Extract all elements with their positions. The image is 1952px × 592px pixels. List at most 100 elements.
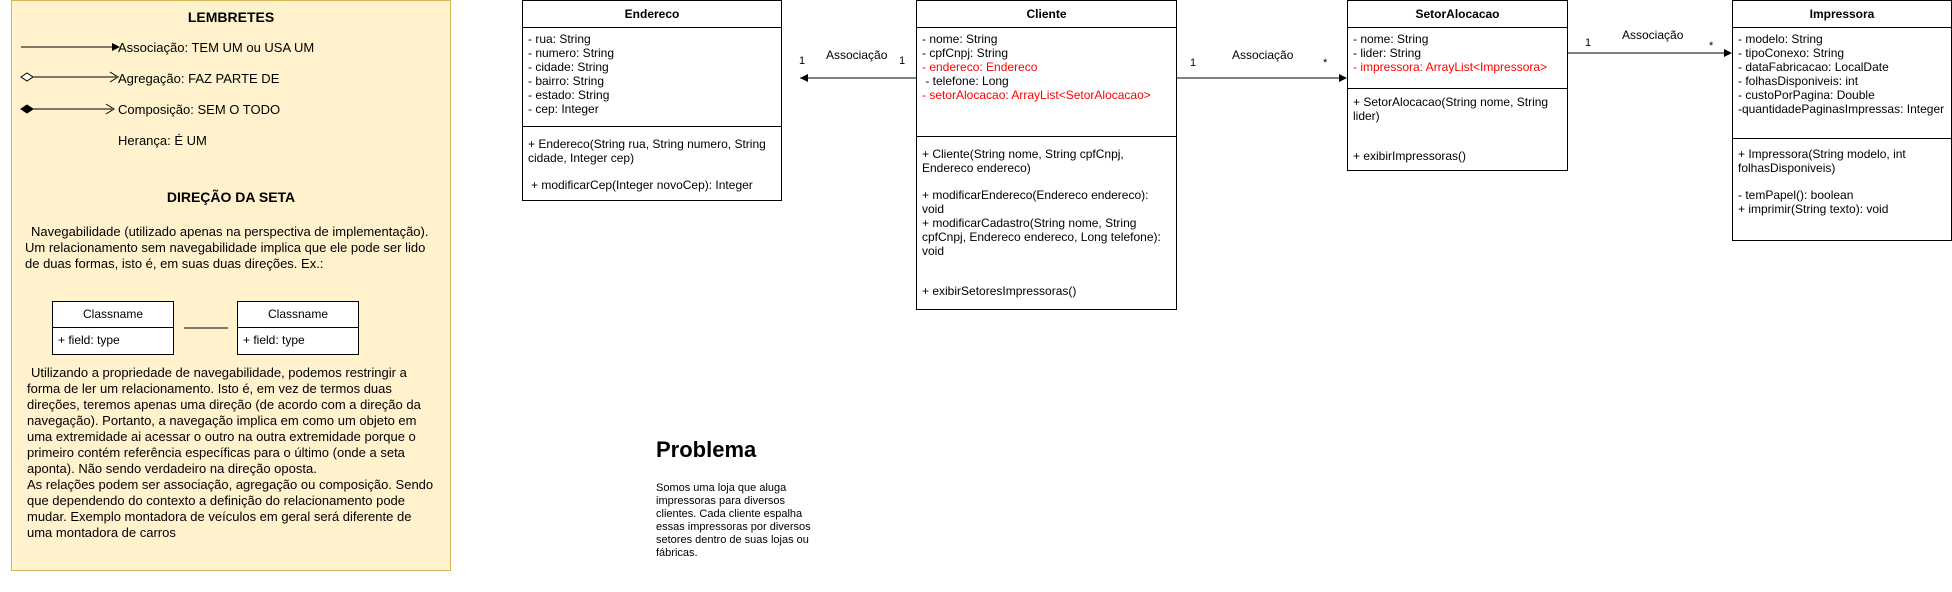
mult-cliente: 1	[899, 55, 906, 67]
problema-line: clientes. Cada cliente espalha	[656, 508, 803, 520]
attribute: - bairro: String	[528, 74, 605, 88]
legend-arrows	[20, 43, 120, 115]
example-class-field: + field: type	[243, 333, 305, 347]
problema-line: setores dentro de suas lojas ou	[656, 534, 809, 546]
para2-line: As relações podem ser associação, agrega…	[27, 477, 434, 492]
problema-line: essas impressoras por diversos	[656, 521, 811, 533]
method: folhasDisponiveis)	[1738, 161, 1836, 175]
assoc-label-cliente-endereco: Associação	[826, 48, 888, 62]
example-class-field: + field: type	[58, 333, 120, 347]
mult-setor: *	[1323, 57, 1328, 69]
mult-setor: 1	[1585, 37, 1592, 49]
assoc-label-cliente-setor: Associação	[1232, 48, 1294, 62]
arrowhead-right	[1724, 49, 1732, 57]
attribute-highlighted: - endereco: Endereco	[922, 60, 1038, 74]
legend-associacao: Associação: TEM UM ou USA UM	[118, 40, 315, 55]
example-class-left[interactable]: Classname + field: type	[52, 301, 174, 355]
attribute: - custoPorPagina: Double	[1738, 88, 1875, 102]
class-methods: + Impressora(String modelo, int folhasDi…	[1733, 138, 1951, 220]
method: + SetorAlocacao(String nome, String	[1353, 95, 1549, 109]
method: - temPapel(): boolean	[1738, 188, 1854, 202]
para1-line: Navegabilidade (utilizado apenas na pers…	[31, 224, 429, 239]
method: lider)	[1353, 109, 1380, 123]
class-name: Endereco	[523, 1, 781, 28]
attribute: - cpfCnpj: String	[922, 46, 1009, 60]
method: + modificarCep(Integer novoCep): Integer	[531, 178, 753, 192]
para2-line: forma de ler um relacionamento. Isto é, …	[27, 381, 392, 396]
attribute-highlighted: - impressora: ArrayList<Impressora>	[1353, 60, 1548, 74]
attribute: - folhasDisponiveis: int	[1738, 74, 1859, 88]
method: cpfCnpj, Endereco endereco, Long telefon…	[922, 230, 1161, 244]
method: void	[922, 244, 945, 258]
arrowhead-left	[800, 74, 808, 82]
method: + Cliente(String nome, String cpfCnpj,	[922, 147, 1124, 161]
para2-line: uma extremidade ai acessar o outro na ou…	[27, 429, 416, 444]
legend-agregacao: Agregação: FAZ PARTE DE	[118, 71, 280, 86]
para2-line: direções, teremos apenas uma direção (de…	[27, 397, 421, 412]
method: + imprimir(String texto): void	[1738, 202, 1889, 216]
legend-composicao: Composição: SEM O TODO	[118, 102, 281, 117]
direcao-title: DIREÇÃO DA SETA	[166, 189, 296, 205]
para2-line: mudar. Exemplo montadora de veículos em …	[27, 509, 412, 524]
class-methods: + Cliente(String nome, String cpfCnpj, E…	[917, 136, 1176, 302]
class-attributes: - nome: String - lider: String - impress…	[1348, 28, 1567, 88]
para2-line: uma montadora de carros	[27, 525, 176, 540]
class-name: Cliente	[917, 1, 1176, 28]
class-methods: + SetorAlocacao(String nome, String lide…	[1348, 88, 1567, 167]
method: + exibirSetoresImpressoras()	[922, 284, 1077, 298]
navegabilidade-explicacao: Utilizando a propriedade de navegabilida…	[27, 365, 452, 541]
class-impressora[interactable]: Impressora - modelo: String - tipoConexo…	[1732, 0, 1952, 241]
problema-line: fábricas.	[656, 547, 698, 559]
attribute: -quantidadePaginasImpressas: Integer	[1738, 102, 1945, 116]
para2-line: navegação). Portanto, a navegação implic…	[27, 413, 417, 428]
problema-text: Somos uma loja que aluga impressoras par…	[656, 482, 846, 560]
class-name: Impressora	[1733, 1, 1951, 28]
lembretes-title: LEMBRETES	[187, 9, 275, 25]
attribute: - cep: Integer	[528, 102, 599, 116]
attribute: - modelo: String	[1738, 32, 1823, 46]
attribute: - dataFabricacao: LocalDate	[1738, 60, 1889, 74]
navegabilidade-paragraph: Navegabilidade (utilizado apenas na pers…	[19, 224, 449, 272]
attribute: - cidade: String	[528, 60, 609, 74]
para1-line: de duas formas, isto é, em suas duas dir…	[25, 256, 324, 271]
attribute: - nome: String	[922, 32, 998, 46]
class-attributes: - modelo: String - tipoConexo: String - …	[1733, 28, 1951, 138]
class-methods: + Endereco(String rua, String numero, St…	[523, 126, 781, 196]
method: + modificarCadastro(String nome, String	[922, 216, 1137, 230]
attribute: - numero: String	[528, 46, 615, 60]
attribute: - tipoConexo: String	[1738, 46, 1845, 60]
arrowhead-right	[1339, 74, 1347, 82]
attribute: - nome: String	[1353, 32, 1429, 46]
class-attributes: - rua: String - numero: String - cidade:…	[523, 28, 781, 126]
assoc-label-setor-impressora: Associação	[1622, 28, 1684, 42]
class-attributes: - nome: String - cpfCnpj: String - ender…	[917, 28, 1176, 136]
problema-title: Problema	[656, 437, 757, 462]
example-relation-line	[184, 327, 228, 329]
problema-line: Somos uma loja que aluga	[656, 482, 787, 494]
method: + exibirImpressoras()	[1353, 149, 1467, 163]
attribute: - lider: String	[1353, 46, 1422, 60]
example-class-name: Classname	[238, 302, 358, 328]
lembretes-panel: LEMBRETES Associação: TEM UM ou USA UM A…	[11, 0, 451, 571]
attribute-highlighted: - setorAlocacao: ArrayList<SetorAlocacao…	[922, 88, 1151, 102]
class-name: SetorAlocacao	[1348, 1, 1567, 28]
class-setoralocacao[interactable]: SetorAlocacao - nome: String - lider: St…	[1347, 0, 1568, 171]
legend-heranca: Herança: É UM	[118, 133, 207, 148]
method: Endereco endereco)	[922, 161, 1031, 175]
example-class-right[interactable]: Classname + field: type	[237, 301, 359, 355]
method: void	[922, 202, 945, 216]
method: + modificarEndereco(Endereco endereco):	[922, 188, 1149, 202]
method: cidade, Integer cep)	[528, 151, 635, 165]
para2-line: que dependendo do contexto a definição d…	[27, 493, 406, 508]
mult-cliente: 1	[1190, 57, 1197, 69]
para2-line: aponta). Não sendo verdadeiro na direção…	[27, 461, 317, 476]
class-cliente[interactable]: Cliente - nome: String - cpfCnpj: String…	[916, 0, 1177, 310]
class-endereco[interactable]: Endereco - rua: String - numero: String …	[522, 0, 782, 201]
attribute: - estado: String	[528, 88, 610, 102]
method: + Endereco(String rua, String numero, St…	[528, 137, 766, 151]
association-arrowhead	[112, 43, 120, 51]
attribute: - rua: String	[528, 32, 591, 46]
para1-line: Um relacionamento sem navegabilidade imp…	[25, 240, 426, 255]
method: + Impressora(String modelo, int	[1738, 147, 1906, 161]
